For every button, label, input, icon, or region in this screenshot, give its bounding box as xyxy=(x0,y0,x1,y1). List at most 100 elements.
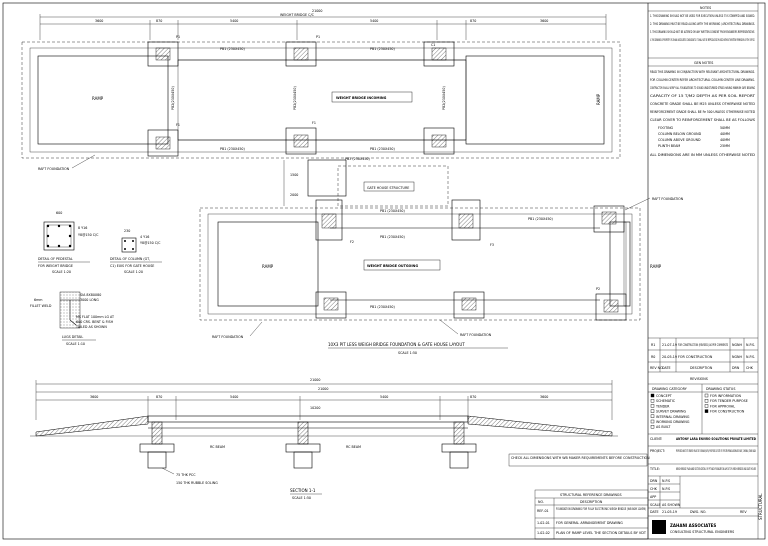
beam-label-2: PB1 (230X450) xyxy=(370,47,395,51)
raft-label-2: RAFT FOUNDATION xyxy=(652,197,684,201)
lugs-weld: 6mm xyxy=(34,298,43,302)
ramp-outgoing-right xyxy=(609,221,631,307)
top-dim-5: 870 xyxy=(470,19,476,23)
beam-label-3: PB1 (230X450) xyxy=(220,147,245,151)
gen-note-3: CONTRACTOR SHALL VERIFY ALL FOUNDATIONS … xyxy=(650,86,755,90)
ramp-incoming-left xyxy=(37,55,169,145)
firm-sub: CONSULTING STRUCTURAL ENGINEERS xyxy=(670,530,734,534)
wb-incoming-label: WEIGHT BRIDGE INCOMING xyxy=(336,96,387,100)
rev-head-no: REV NO xyxy=(650,366,663,370)
plan-scale: SCALE 1:50 xyxy=(398,351,417,355)
status-checkbox xyxy=(704,399,709,403)
status-option: FOR INFORMATION xyxy=(710,394,741,398)
pedestal xyxy=(285,127,317,155)
chk-value: N.P.S xyxy=(662,487,670,491)
title-block: NOTES 1. THIS DRAWING SHOULD NOT BE USED… xyxy=(648,6,758,534)
section-ramp-right xyxy=(467,415,613,437)
ref-row-2-desc: FOR GENERAL ARRANGEMENT DRAWING xyxy=(556,521,623,525)
beam-label-10: PB1 (230X450) xyxy=(370,305,395,309)
section-1-1: 21000 21000 3600 870 5400 5400 870 3600 … xyxy=(30,378,618,500)
pedestal xyxy=(315,291,347,319)
lugs-detail: SIA 8X80X80 3000 LONG 6mm FILLET WELD MS… xyxy=(30,291,115,346)
rev-head-date: DATE xyxy=(662,366,671,370)
overall-label: WEIGHT BRIDGE C/C xyxy=(280,13,315,17)
ref-row-1-desc: FOUNDATION DRAWING FOR FULLY ELECTRONIC … xyxy=(556,507,646,511)
section-rc-beam-1: RC BEAM xyxy=(210,445,225,449)
section-rc-beam-2: RC BEAM xyxy=(346,445,361,449)
top-dim-3: 5400 xyxy=(230,19,238,23)
rev-2-date: 20-05-19 xyxy=(662,355,677,359)
top-dim-6: 3600 xyxy=(540,19,548,23)
rev-1-chk: N.P.S. xyxy=(746,343,755,347)
client-name: ANTONY LARA ENVIRO SOLUTIONS PRIVATE LIM… xyxy=(676,437,756,441)
ramp-label-1: RAMP xyxy=(92,96,104,101)
status-checkbox xyxy=(650,425,655,429)
ref-row-2-no: 1-02-01 xyxy=(537,521,550,525)
section-dim-total-2: 21000 xyxy=(318,387,329,391)
cover-1-label: FOOTING xyxy=(658,126,674,130)
col-label-f1a: F1 xyxy=(312,121,316,125)
column-bars: 4 Y16 xyxy=(140,235,149,239)
column-ties: Y8@150 C/C xyxy=(140,241,161,245)
firm-name: ZAHANI ASSOCIATES xyxy=(670,523,716,528)
status-title: DRAWING STATUS xyxy=(706,387,735,391)
section-pcc-2: 150 THK RUBBLE SOLING xyxy=(176,481,218,485)
pedestal xyxy=(593,205,625,233)
section-label: SECTION 1-1 xyxy=(290,488,316,493)
reference-drawings-table: STRUCTURAL REFERENCE DRAWINGS NO. DESCRI… xyxy=(534,489,649,540)
drn-label: DRN xyxy=(650,479,658,483)
pedestal-scale: SCALE 1:20 xyxy=(52,270,71,274)
status-checkbox xyxy=(650,399,655,403)
rev-1-desc: FOR CONSTRUCTION (REVISED) AS PER COMMEN… xyxy=(678,343,728,347)
section-ramp-left xyxy=(35,415,149,437)
column-dim: 230 xyxy=(124,229,130,233)
status-option: FOR TENDER PURPOSE xyxy=(710,399,748,403)
ref-head-desc: DESCRIPTION xyxy=(580,500,603,504)
scale-label: SCALE xyxy=(650,503,661,507)
col-label-f3: F3 xyxy=(490,243,494,247)
rev-head-drn: DRN xyxy=(732,366,740,370)
foundation-plan: 21000 WEIGHT BRIDGE C/C 3600 870 5400 54… xyxy=(21,9,684,355)
beam-label-5: PB2(230X450) xyxy=(171,86,175,110)
pedestal xyxy=(315,199,343,241)
pedestal xyxy=(451,199,481,241)
rev-2-desc: FOR CONSTRUCTION xyxy=(678,355,713,359)
rev-head-chk: CHK xyxy=(746,366,754,370)
status-option: INTERNAL DRAWING xyxy=(656,415,690,419)
raft-label-3: RAFT FOUNDATION xyxy=(212,335,244,339)
status-checkbox xyxy=(650,393,655,398)
pedestal-sub: FOR WEIGHT BRIDGE xyxy=(38,264,73,268)
gate-house-outline xyxy=(307,159,347,197)
raft-label-1: RAFT FOUNDATION xyxy=(38,167,70,171)
wb-outgoing-label: WEIGHT BRIDGE OUTGOING xyxy=(367,264,418,268)
title-label: TITLE: xyxy=(649,467,660,471)
date-label: DATE xyxy=(650,510,659,514)
pedestal-detail: 600 8 Y16 Y8@150 C/C DETAIL OF PEDESTAL … xyxy=(38,211,99,274)
col-label-f2: F2 xyxy=(350,240,354,244)
status-option: WORKING DRAWING xyxy=(656,420,690,424)
gen-note-last: ALL DIMENSIONS ARE IN MM UNLESS OTHERWIS… xyxy=(650,153,755,157)
note-1: 1. THIS DRAWING SHOULD NOT BE USED FOR E… xyxy=(650,14,755,18)
pedestal xyxy=(453,291,485,319)
overall-dim: 21000 xyxy=(312,9,323,13)
beam-label-7: PB2(230X450) xyxy=(442,86,446,110)
beam-label-8: PB1 (230X450) xyxy=(380,209,405,213)
pedestal xyxy=(285,41,317,67)
rev-label: REV xyxy=(740,510,747,514)
pedestal-title: DETAIL OF PEDESTAL xyxy=(38,257,73,261)
gen-note-4: CAPACITY OF 15 T/M2 DEPTH AS PER SOIL RE… xyxy=(650,94,756,98)
gate-house-label: GATE HOUSE STRUCTURE xyxy=(367,186,409,190)
section-mid-dim: 10200 xyxy=(310,406,321,410)
section-dim-3: 5400 xyxy=(230,395,238,399)
beam-label-gh1: PB3 (230X450) xyxy=(345,157,370,161)
client-label: CLIENT: xyxy=(650,437,663,441)
cover-2-label: COLUMN BELOW GROUND xyxy=(658,132,702,136)
ramp-label-4: RAMP xyxy=(650,264,662,269)
col-label-c1a: C1 xyxy=(431,43,435,47)
rev-1-date: 21-07-19 xyxy=(662,343,677,347)
gen-note-5: CONCRETE GRADE SHALL BE M25 UNLESS OTHER… xyxy=(650,102,755,106)
plan-title: 10X3 PIT LESS WEIGH BRIDGE FOUNDATION & … xyxy=(328,342,465,347)
